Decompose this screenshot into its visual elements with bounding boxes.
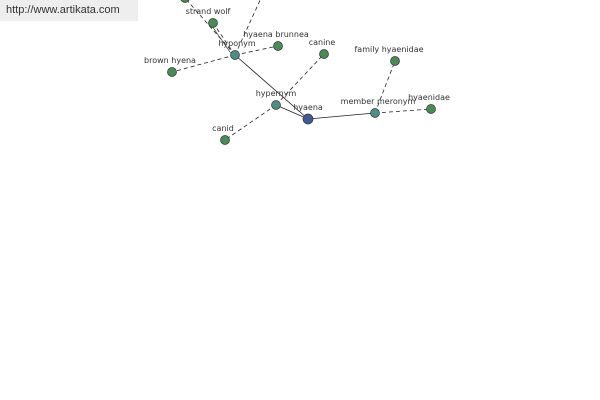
node-circle[interactable] (426, 104, 436, 114)
edge-hyponym-strand_wolf-secondary (209, 22, 233, 56)
edge-hypernym-canine (275, 53, 325, 106)
edge-member_meronym-family_hyaenidae (374, 60, 396, 114)
node-circle[interactable] (319, 49, 329, 59)
node-circle[interactable] (271, 100, 281, 110)
node-hyaena[interactable]: hyaena (293, 103, 323, 125)
node-strand-wolf[interactable]: strand wolf (186, 7, 231, 28)
node-circle[interactable] (180, 0, 190, 3)
node-label: canid (212, 124, 234, 133)
node-canid[interactable]: canid (212, 124, 234, 145)
node-label: hyaenidae (408, 93, 450, 102)
node-circle[interactable] (370, 108, 380, 118)
node-member-meronym[interactable]: member meronym (341, 97, 416, 118)
node-circle[interactable] (273, 41, 283, 51)
node-circle[interactable] (220, 135, 230, 145)
node-hyaena-brunnea[interactable]: hyaena brunnea (243, 30, 309, 51)
node-offscreen-leaf[interactable] (180, 0, 190, 3)
node-circle[interactable] (167, 67, 177, 77)
node-circle[interactable] (302, 113, 314, 125)
edge-hyaena-hypernym (275, 104, 309, 120)
node-canine[interactable]: canine (309, 38, 336, 59)
node-hyaenidae[interactable]: hyaenidae (408, 93, 450, 114)
node-label: brown hyena (144, 56, 196, 65)
site-url[interactable]: http://www.artikata.com (0, 0, 138, 21)
graph-nodes: hyaena hyponym hypernym member meronym stran… (144, 0, 450, 145)
node-circle[interactable] (208, 18, 218, 28)
edge-hyponym-brown_hyena (171, 54, 236, 73)
edge-hyponym-offscreen (234, 0, 261, 56)
node-label: member meronym (341, 97, 416, 106)
node-label: hyaena (293, 103, 323, 112)
node-label: hypernym (256, 89, 297, 98)
node-label: canine (309, 38, 336, 47)
node-hyponym[interactable]: hyponym (218, 39, 256, 60)
edge-hyponym-hyaena_brunnea (234, 45, 279, 56)
node-circle[interactable] (390, 56, 400, 66)
node-brown-hyena[interactable]: brown hyena (144, 56, 196, 77)
node-family-hyaenidae[interactable]: family hyaenidae (354, 45, 424, 66)
edge-member_meronym-hyaenidae (374, 108, 432, 114)
node-label: hyponym (218, 39, 256, 48)
node-hypernym[interactable]: hypernym (256, 89, 297, 110)
node-circle[interactable] (230, 50, 240, 60)
node-label: family hyaenidae (354, 45, 423, 54)
edge-hyaena-hyponym (234, 54, 309, 120)
node-label: hyaena brunnea (243, 30, 309, 39)
edge-hyaena-member_meronym (307, 112, 376, 120)
node-label: strand wolf (186, 7, 231, 16)
edge-hypernym-canid (224, 104, 277, 141)
